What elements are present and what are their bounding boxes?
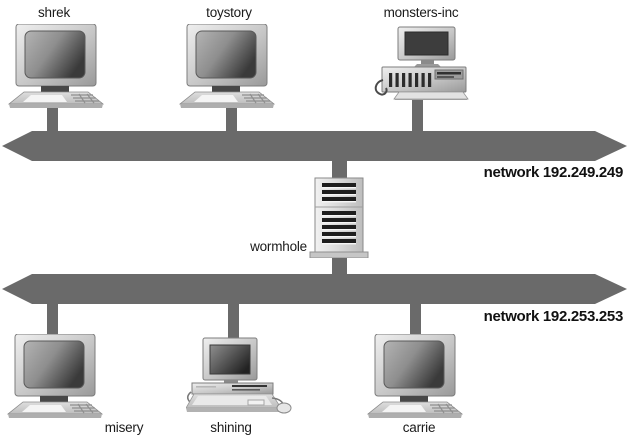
desktop-pc-icon-shining [186, 337, 292, 414]
host-label-shining: shining [210, 420, 252, 435]
link-wormhole-top [332, 159, 347, 180]
case-vent-slats [389, 73, 432, 87]
host-label-shrek: shrek [37, 5, 71, 20]
workstation-icon-shrek [7, 24, 105, 108]
router-tower-icon-wormhole [309, 177, 369, 258]
workstation-icon-toystory [178, 24, 276, 108]
phone-cord [374, 79, 388, 96]
host-label-monsters-inc: monsters-inc [383, 5, 459, 20]
link-toystory [226, 96, 237, 132]
workstation-icon-carrie [366, 334, 464, 418]
link-monsters-inc [412, 94, 423, 132]
workstation-icon-misery [6, 334, 104, 418]
host-label-toystory: toystory [206, 5, 252, 20]
link-shrek [47, 96, 58, 132]
network-label-bottom: network 192.253.253 [483, 308, 624, 325]
link-carrie [410, 302, 421, 340]
mouse-icon [276, 402, 292, 414]
router-vent-slats [322, 183, 356, 245]
desktop-pc-icon-monsters-inc [374, 26, 469, 100]
host-label-misery: misery [104, 420, 144, 435]
link-wormhole-bottom [332, 252, 347, 276]
router-label-wormhole: wormhole [250, 239, 307, 254]
network-label-top: network 192.249.249 [483, 164, 624, 181]
network-bus-192-253-253 [2, 274, 627, 304]
link-shining [228, 302, 239, 340]
host-label-carrie: carrie [402, 420, 436, 435]
network-bus-192-249-249 [2, 131, 627, 161]
link-misery [47, 302, 58, 340]
